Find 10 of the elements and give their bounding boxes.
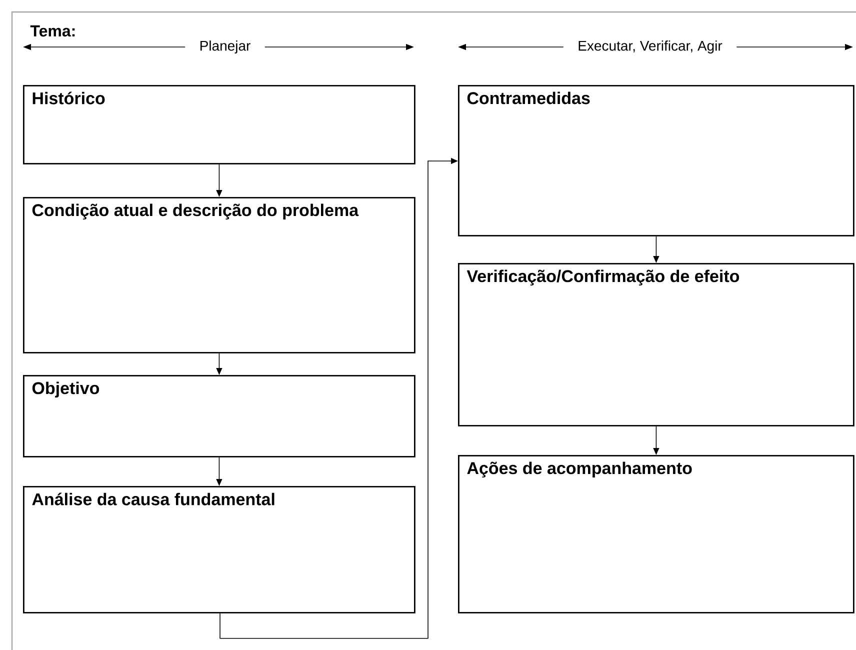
- process-box: Condição atual e descrição do problema: [23, 197, 416, 354]
- process-box: Contramedidas: [458, 85, 854, 236]
- process-box: Verificação/Confirmação de efeito: [458, 263, 854, 426]
- span-label: Executar, Verificar, Agir: [578, 40, 722, 54]
- process-box: Objetivo: [23, 375, 416, 458]
- process-box: Ações de acompanhamento: [458, 455, 854, 614]
- process-box: Análise da causa fundamental: [23, 486, 416, 614]
- span-label: Planejar: [200, 40, 250, 54]
- process-box: Histórico: [23, 85, 416, 164]
- title: Tema:: [30, 25, 75, 37]
